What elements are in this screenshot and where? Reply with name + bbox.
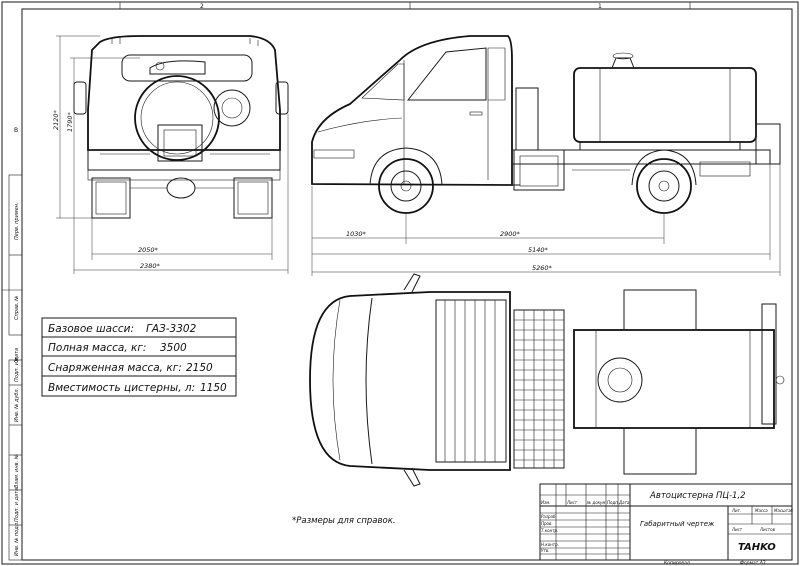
spec-label-0: Базовое шасси: <box>48 323 134 335</box>
side-label-strip: Перв. примен. Справ. № Подп. и дата Инв.… <box>8 174 23 561</box>
tb-row-8: Н.контр. <box>541 542 559 547</box>
tb-row-6: Пров. <box>541 521 553 526</box>
rear-view-truck <box>73 35 289 219</box>
tb-sheet: Лист <box>731 527 743 532</box>
spec-value-2: 2150 <box>186 362 213 374</box>
spec-label-1: Полная масса, кг: <box>48 342 146 354</box>
tb-row-1: Лист <box>566 500 578 505</box>
title-block: Изм. Лист № докум. Подп. Дата Разраб. Пр… <box>539 483 794 566</box>
dim-height-tank: 1790* <box>66 111 74 132</box>
side-view-truck <box>311 35 781 214</box>
tb-col-mass: Масса <box>755 508 768 513</box>
company-logo: TAHKO <box>738 542 776 553</box>
side-label-1: Справ. № <box>14 296 20 320</box>
side-view-dimensions: 1030* 2900* 5140* 5260* <box>311 164 781 276</box>
spec-label-3: Вместимость цистерны, л: <box>48 382 195 394</box>
zone-top-1: 1 <box>598 3 602 10</box>
tb-row-0: Изм. <box>541 500 550 505</box>
tb-row-3: Подп. <box>607 500 619 505</box>
tb-product-name: Автоцистерна ПЦ-1,2 <box>649 491 746 501</box>
tb-col-lit: Лит. <box>731 508 741 513</box>
dim-overall-length: 5260* <box>532 264 553 272</box>
top-view-truck <box>309 273 785 487</box>
tb-row-5: Разраб. <box>541 514 557 519</box>
zone-top-2: 2 <box>200 3 204 10</box>
specs-table: Базовое шасси: ГАЗ-3302 Полная масса, кг… <box>41 317 237 397</box>
spec-label-2: Снаряженная масса, кг: <box>48 362 182 374</box>
side-label-2: Подп. и дата <box>14 348 20 382</box>
side-label-0: Перв. примен. <box>14 202 20 240</box>
tb-sheets: Листов <box>759 527 776 532</box>
tb-copied: Копировал <box>664 560 690 566</box>
spec-value-0: ГАЗ-3302 <box>146 323 197 335</box>
zone-left-b: B <box>14 127 18 134</box>
tb-row-4: Дата <box>618 500 630 505</box>
spec-value-3: 1150 <box>200 382 227 394</box>
dim-overall-width: 2380* <box>140 262 161 270</box>
dim-height-overall: 2120* <box>52 109 60 130</box>
tb-col-scale: Масштаб <box>774 508 794 513</box>
spec-value-1: 3500 <box>160 342 187 354</box>
dim-front-overhang: 1030* <box>346 230 367 238</box>
tb-format: Формат A3 <box>740 560 766 566</box>
rear-view-dimensions: 2120* 1790* 2050* 2380* <box>52 35 289 274</box>
dim-body-length: 5140* <box>528 246 549 254</box>
zone-left-a: A <box>14 357 19 364</box>
tb-doc-name: Габаритный чертеж <box>640 520 715 528</box>
dim-wheelbase: 2900* <box>500 230 521 238</box>
dim-track-width: 2050* <box>138 246 159 254</box>
side-label-6: Инв. № подл. <box>14 522 20 557</box>
side-label-3: Инв. № дубл. <box>14 388 20 422</box>
tb-row-9: Утв. <box>541 548 549 553</box>
tb-row-7: Т.контр. <box>541 528 558 533</box>
side-label-4: Взам. инв. № <box>14 454 20 488</box>
tb-row-2: № докум. <box>586 500 607 505</box>
side-label-5: Подп. и дата <box>14 488 20 522</box>
footnote: *Размеры для справок. <box>292 516 396 526</box>
